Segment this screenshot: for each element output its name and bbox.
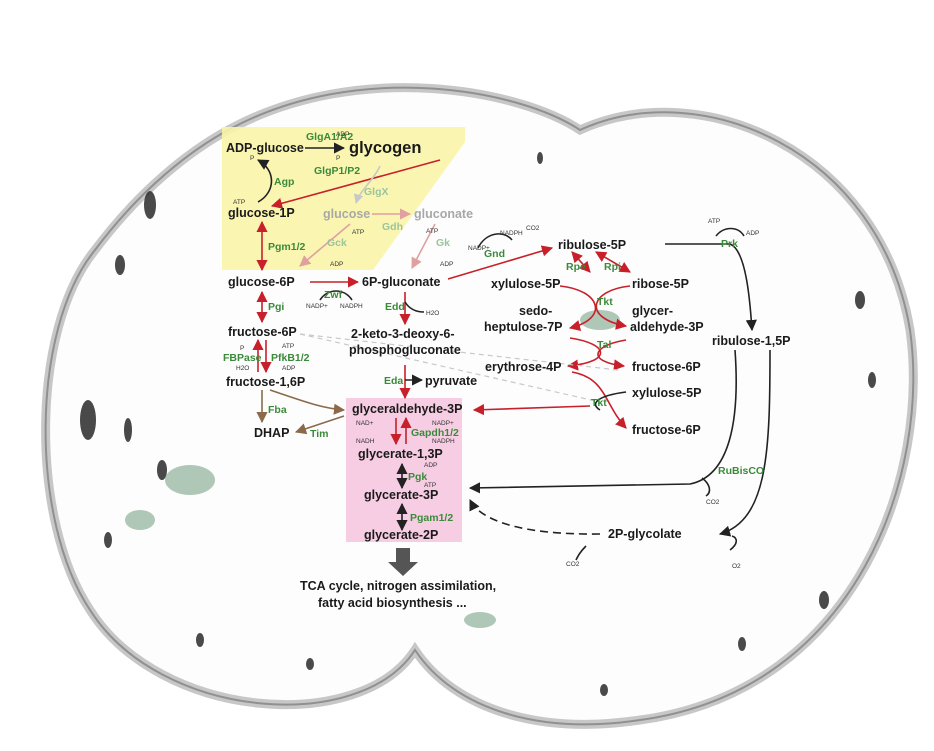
- met-sedo-line1: sedo-: [519, 304, 552, 318]
- enz-gdh: Gdh: [382, 221, 403, 233]
- enzymes: GlgA1/A2 GlgP1/P2 GlgX Agp Pgm1/2 Gck Gd…: [223, 131, 764, 524]
- met-ribulose-15p: ribulose-1,5P: [712, 334, 791, 348]
- cof-adp-prk: ADP: [746, 230, 759, 237]
- output-arrow-icon: [388, 548, 418, 576]
- enz-glga: GlgA1/A2: [306, 131, 353, 143]
- enz-eda: Eda: [384, 375, 403, 387]
- met-sedo-line2: heptulose-7P: [484, 320, 563, 334]
- cof-co2-gnd: CO2: [526, 225, 540, 232]
- enz-pfkb: PfkB1/2: [271, 352, 310, 364]
- cof-nadp-zwf: NADP+: [306, 303, 328, 310]
- cof-atp-gk: ATP: [426, 228, 438, 235]
- cofactors: ADP P ATP P ATP ADP ATP ADP NADP+ NADPH …: [233, 131, 759, 570]
- cof-atp-gck: ATP: [352, 229, 364, 236]
- enz-fbpase: FBPase: [223, 352, 262, 364]
- met-glucose-1p: glucose-1P: [228, 206, 295, 220]
- enz-zwf: Zwf: [324, 289, 343, 301]
- met-erythrose-4p: erythrose-4P: [485, 360, 561, 374]
- enz-pgk: Pgk: [408, 471, 427, 483]
- arrows: [252, 142, 771, 561]
- cof-atp-prk: ATP: [708, 218, 720, 225]
- cof-nadph-gapdh: NADPH: [432, 438, 455, 445]
- met-fructose-6p-right2: fructose-6P: [632, 423, 701, 437]
- met-fructose-6p-right1: fructose-6P: [632, 360, 701, 374]
- cof-nadph-gnd: NADPH: [500, 230, 523, 237]
- enz-glgp: GlgP1/P2: [314, 165, 360, 177]
- enz-rubisco: RuBisCO: [718, 465, 764, 477]
- met-6p-gluconate: 6P-gluconate: [362, 275, 441, 289]
- enz-glgx: GlgX: [364, 186, 389, 198]
- cof-co2-rubisco: CO2: [706, 499, 720, 506]
- met-2p-glycolate: 2P-glycolate: [608, 527, 682, 541]
- cof-h2o-fbp: H2O: [236, 365, 249, 372]
- enz-agp: Agp: [274, 176, 294, 188]
- enz-tal: Tal: [597, 339, 611, 351]
- enz-tim: Tim: [310, 428, 328, 440]
- cof-o2-glycolate: O2: [732, 563, 741, 570]
- enz-edd: Edd: [385, 301, 405, 313]
- met-gap: glyceraldehyde-3P: [352, 402, 462, 416]
- cof-p-fbp: P: [240, 345, 244, 352]
- cof-nadp-gapdh: NADP+: [432, 420, 454, 427]
- cof-nadp-gnd: NADP+: [468, 245, 490, 252]
- cof-nad-gapdh: NAD+: [356, 420, 374, 427]
- met-gluconate: gluconate: [414, 207, 473, 221]
- enz-fba: Fba: [268, 404, 287, 416]
- glycogen-metabolism-box: [222, 127, 465, 270]
- cof-atp-agp: ATP: [233, 199, 245, 206]
- enz-tkt-bottom: Tkt: [591, 397, 607, 409]
- met-glycerate-13p: glycerate-1,3P: [358, 447, 443, 461]
- cof-co2-glycolate: CO2: [566, 561, 580, 568]
- met-xylulose-5p-top: xylulose-5P: [491, 277, 560, 291]
- cof-nadh-gapdh: NADH: [356, 438, 375, 445]
- met-pyruvate: pyruvate: [425, 374, 477, 388]
- enz-gk: Gk: [436, 237, 450, 249]
- enz-pgi: Pgi: [268, 301, 284, 313]
- met-ribulose-5p: ribulose-5P: [558, 238, 626, 252]
- enz-prk: Prk: [721, 238, 738, 250]
- met-fructose-6p-left: fructose-6P: [228, 325, 297, 339]
- cof-p-agp: P: [250, 155, 254, 162]
- cof-adp-gck: ADP: [330, 261, 343, 268]
- cof-atp-pfk: ATP: [282, 343, 294, 350]
- met-kdpg-line1: 2-keto-3-deoxy-6-: [351, 327, 455, 341]
- met-glucose: glucose: [323, 207, 370, 221]
- met-adp-glucose: ADP-glucose: [226, 141, 304, 155]
- enz-pgam: Pgam1/2: [410, 512, 453, 524]
- enz-gck: Gck: [327, 237, 347, 249]
- metabolites: ADP-glucose glycogen glucose-1P glucose …: [226, 139, 791, 542]
- met-glucose-6p: glucose-6P: [228, 275, 295, 289]
- met-glycer-line1: glycer-: [632, 304, 673, 318]
- met-glycogen: glycogen: [349, 139, 421, 157]
- footer-line2: fatty acid biosynthesis ...: [318, 596, 467, 610]
- met-xylulose-5p-bottom: xylulose-5P: [632, 386, 701, 400]
- cof-h2o-edd: H2O: [426, 310, 439, 317]
- met-kdpg-line2: phosphogluconate: [349, 343, 461, 357]
- met-glycerate-2p: glycerate-2P: [364, 528, 438, 542]
- cof-adp-pfk: ADP: [282, 365, 295, 372]
- met-glycerate-3p: glycerate-3P: [364, 488, 438, 502]
- enz-rpe: Rpe: [566, 261, 586, 273]
- cof-atp-pgk: ATP: [424, 482, 436, 489]
- enz-gapdh: Gapdh1/2: [411, 427, 459, 439]
- footer-line1: TCA cycle, nitrogen assimilation,: [300, 579, 496, 593]
- cof-nadph-zwf: NADPH: [340, 303, 363, 310]
- enz-tkt-top: Tkt: [597, 296, 613, 308]
- cof-adp-gk: ADP: [440, 261, 453, 268]
- enz-pgm: Pgm1/2: [268, 241, 306, 253]
- cof-adp-pgk: ADP: [424, 462, 437, 469]
- cof-p-glgp: P: [336, 155, 340, 162]
- cof-adp-glga: ADP: [336, 131, 349, 138]
- met-dhap: DHAP: [254, 426, 289, 440]
- met-fructose-16p: fructose-1,6P: [226, 375, 305, 389]
- met-glycer-line2: aldehyde-3P: [630, 320, 704, 334]
- enz-rpi: Rpi: [604, 261, 621, 273]
- met-ribose-5p: ribose-5P: [632, 277, 689, 291]
- cell-outline: [41, 83, 918, 729]
- enz-gnd: Gnd: [484, 248, 505, 260]
